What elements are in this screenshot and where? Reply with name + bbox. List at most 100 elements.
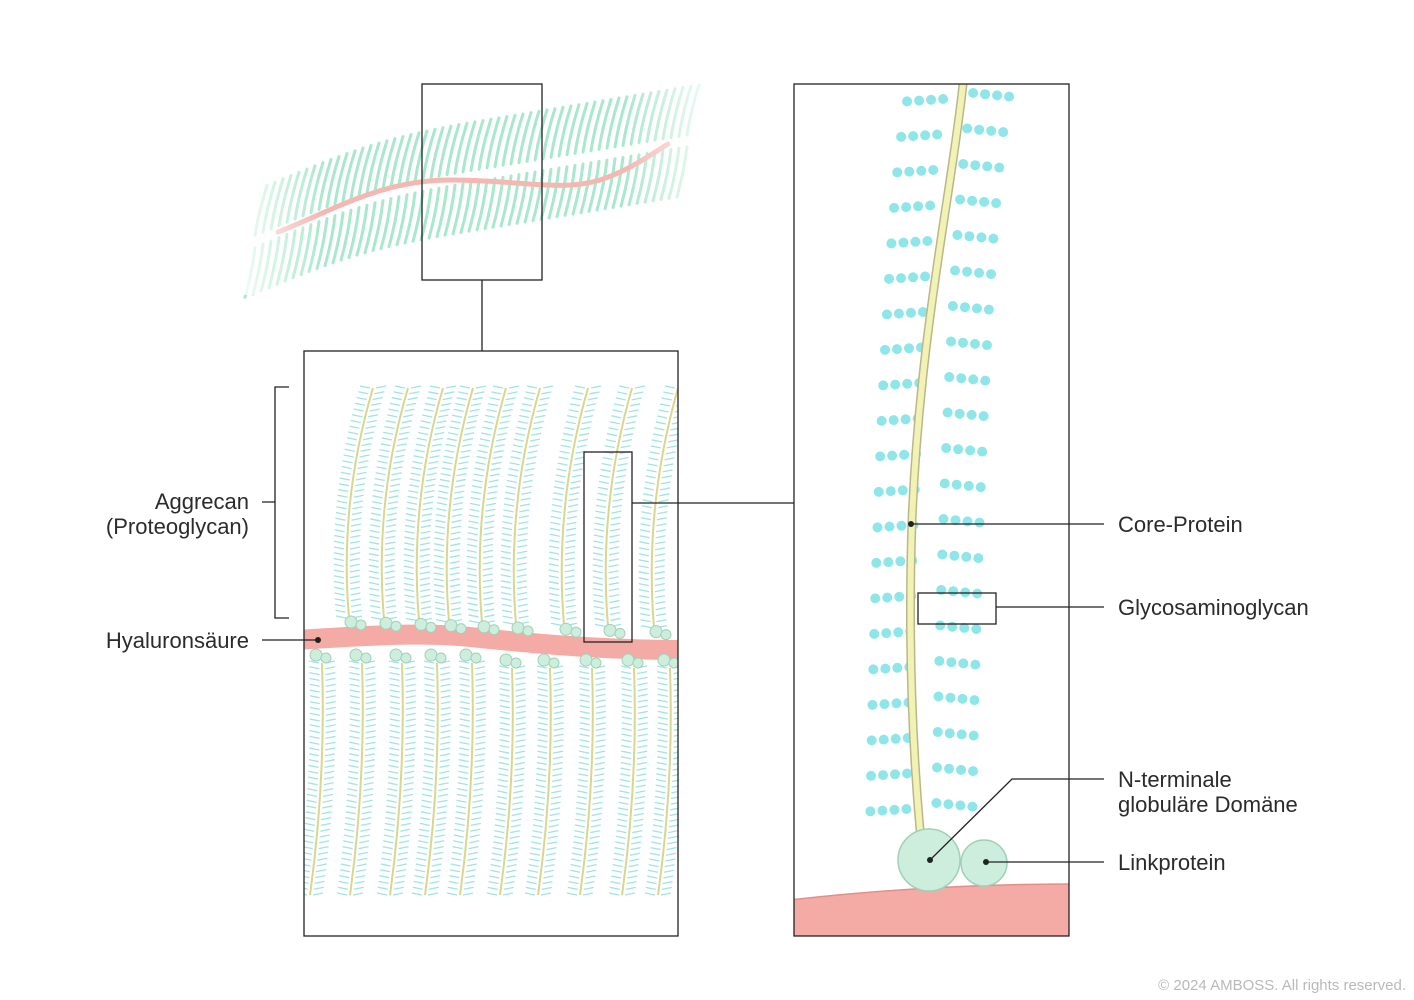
gag-side-chain	[474, 391, 485, 395]
gag-side-chain	[657, 676, 668, 680]
gag-side-chain	[482, 584, 494, 589]
gag-side-chain	[451, 513, 463, 518]
gag-dot	[968, 88, 979, 98]
gag-side-chain	[548, 824, 559, 828]
gag-side-chain	[309, 735, 320, 740]
gag-dot	[889, 202, 900, 213]
gag-side-chain	[524, 892, 536, 896]
gag-side-chain	[517, 526, 529, 531]
gag-side-chain	[657, 688, 668, 692]
gag-side-chain	[654, 589, 666, 593]
gag-side-chain	[472, 479, 483, 483]
gag-side-chain	[512, 444, 523, 448]
gag-side-chain	[452, 508, 463, 512]
gag-side-chain	[438, 787, 449, 792]
gag-side-chain	[515, 693, 526, 698]
gag-side-chain	[459, 724, 470, 728]
gag-side-chain	[418, 834, 429, 838]
gag-side-chain	[651, 439, 663, 443]
aggrecan-bracket	[262, 386, 289, 619]
gag-side-chain	[475, 712, 486, 716]
gag-side-chain	[410, 385, 422, 389]
gag-side-chain	[442, 461, 453, 465]
gag-side-chain	[384, 576, 395, 580]
gag-side-chain	[645, 475, 656, 479]
gag-side-chain	[613, 492, 624, 496]
gag-side-chain	[356, 396, 367, 401]
gag-side-chain	[338, 880, 349, 885]
gag-side-chain	[502, 521, 513, 525]
gag-side-chain	[595, 727, 606, 732]
gag-side-chain	[416, 857, 427, 861]
gag-side-chain	[551, 509, 562, 514]
gag-side-chain	[385, 541, 396, 545]
gag-side-chain	[359, 840, 370, 844]
gag-side-chain	[321, 816, 332, 821]
gag-side-chain	[344, 822, 355, 827]
gag-side-chain	[581, 420, 592, 425]
gag-side-chain	[404, 758, 415, 763]
gag-dot	[889, 804, 900, 815]
gag-side-chain	[473, 782, 484, 786]
gag-dot	[991, 198, 1002, 209]
gag-side-chain	[404, 594, 415, 598]
gag-side-chain	[309, 677, 320, 682]
gag-side-chain	[551, 778, 563, 783]
gag-side-chain	[655, 595, 666, 599]
gag-dot	[893, 627, 904, 638]
gag-side-chain	[322, 805, 333, 809]
gag-dot	[913, 201, 924, 212]
gag-side-chain	[643, 487, 655, 491]
gag-dot	[968, 730, 979, 741]
gag-side-chain	[673, 751, 678, 754]
gag-side-chain	[495, 812, 506, 817]
gag-side-chain	[656, 756, 668, 760]
gag-side-chain	[388, 770, 399, 774]
gag-side-chain	[323, 776, 335, 780]
link-protein-node	[488, 624, 500, 636]
gag-side-chain	[681, 386, 691, 388]
gag-side-chain	[516, 550, 528, 554]
gag-side-chain	[389, 706, 400, 711]
gag-side-chain	[649, 852, 661, 856]
gag-side-chain	[466, 561, 477, 565]
gag-side-chain	[496, 795, 508, 800]
gag-side-chain	[553, 739, 564, 743]
gag-side-chain	[399, 834, 410, 838]
gag-side-chain	[341, 851, 353, 856]
gag-side-chain	[593, 605, 604, 610]
hyaluronic-acid-segment	[794, 884, 1069, 936]
gag-side-chain	[421, 793, 433, 798]
gag-side-chain	[388, 758, 399, 763]
gag-side-chain	[536, 761, 547, 766]
gag-side-chain	[384, 822, 395, 827]
gag-side-chain	[579, 710, 590, 715]
gag-dot	[932, 727, 943, 737]
gag-side-chain	[449, 874, 460, 879]
gag-side-chain	[593, 528, 605, 532]
gag-side-chain	[511, 818, 522, 822]
gag-side-chain	[342, 845, 353, 850]
gag-side-chain	[390, 402, 401, 406]
gag-side-chain	[384, 564, 395, 568]
gag-side-chain	[579, 693, 590, 698]
gag-side-chain	[625, 421, 636, 425]
gag-side-chain	[638, 577, 649, 581]
gag-side-chain	[489, 869, 501, 873]
gag-side-chain	[497, 790, 508, 794]
gag-side-chain	[552, 756, 564, 760]
gag-side-chain	[362, 437, 374, 441]
gag-side-chain	[569, 492, 580, 496]
gag-side-chain	[579, 716, 590, 720]
gag-side-chain	[364, 764, 375, 769]
gag-side-chain	[323, 782, 334, 786]
gag-side-chain	[338, 483, 350, 487]
gag-side-chain	[536, 756, 548, 760]
gag-dot	[901, 202, 912, 213]
gag-side-chain	[356, 863, 367, 867]
gag-side-chain	[664, 385, 676, 389]
gag-side-chain	[419, 548, 431, 552]
gag-side-chain	[385, 816, 396, 821]
gag-side-chain	[665, 852, 677, 856]
gag-side-chain	[424, 689, 435, 693]
